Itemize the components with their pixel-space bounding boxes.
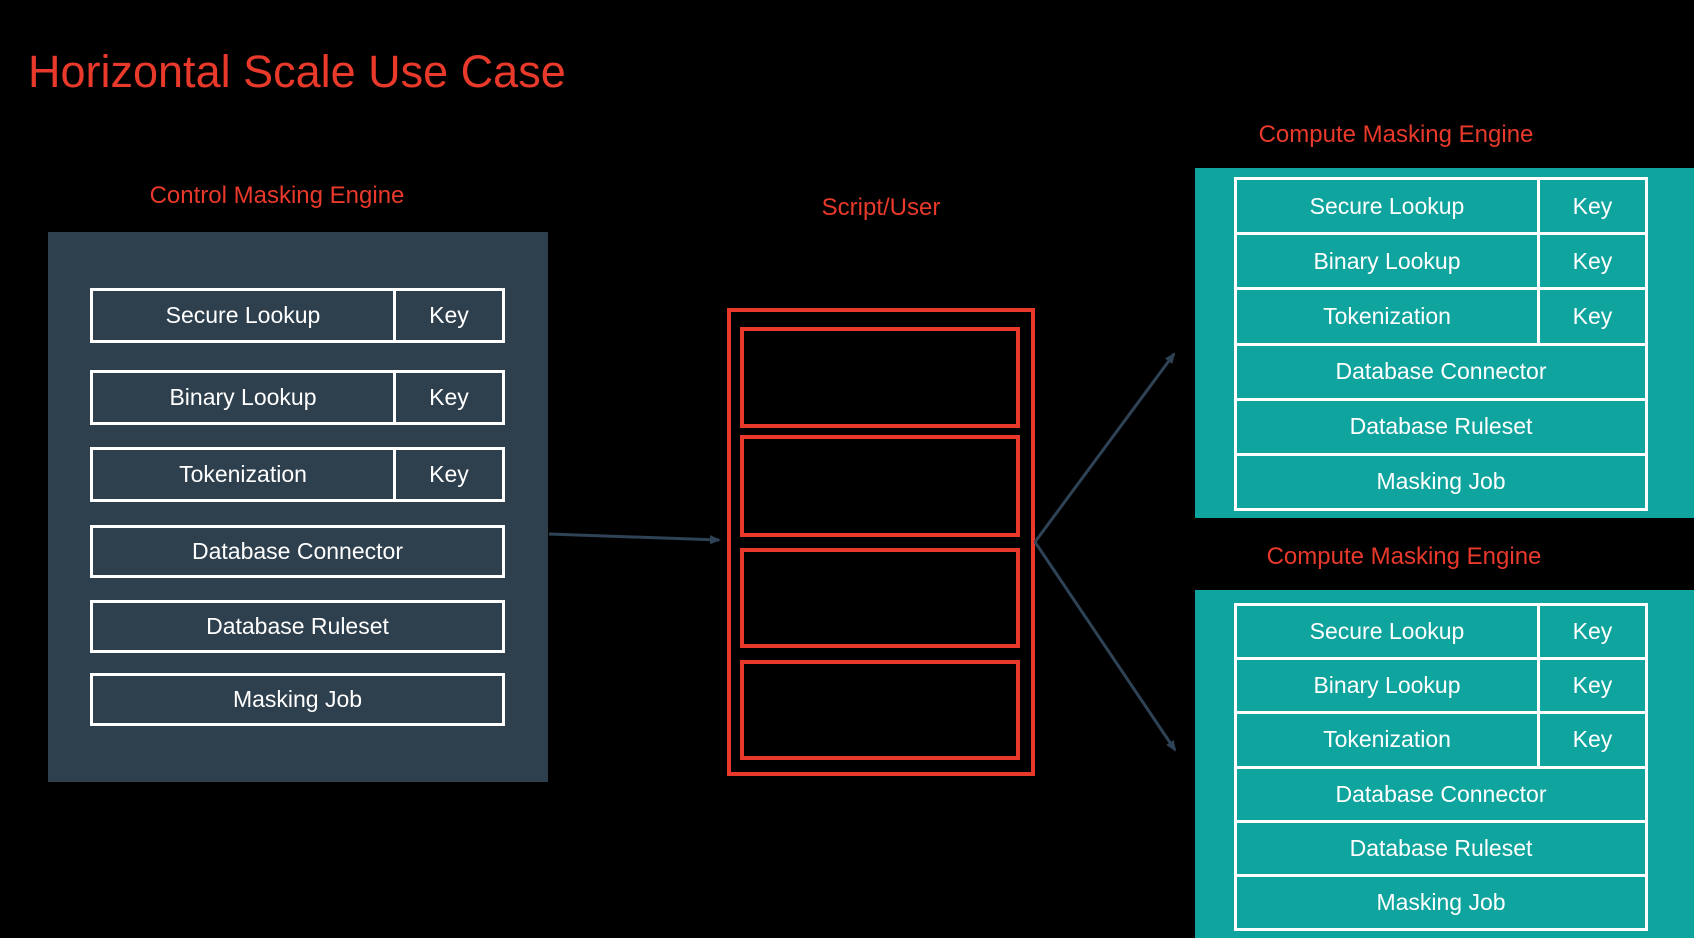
row-name-cell: Database Connector [1335, 780, 1547, 807]
table-row: Database Ruleset [90, 600, 505, 653]
compute-masking-engine-label-bottom: Compute Masking Engine [1266, 543, 1542, 570]
row-name-cell: Masking Job [232, 686, 363, 712]
compute-masking-engine-box-bottom: Secure Lookup Key Binary Lookup Key Toke… [1195, 590, 1694, 938]
row-name-cell: Database Ruleset [1349, 413, 1533, 440]
row-name-cell: Tokenization [1323, 302, 1451, 329]
row-key-cell: Key [1537, 606, 1645, 658]
script-user-box [727, 308, 1035, 776]
table-row: Tokenization Key [1237, 287, 1645, 343]
table-row: Database Connector [1237, 342, 1645, 398]
script-slot [740, 660, 1020, 760]
row-key-cell: Key [1537, 290, 1645, 343]
row-key-cell: Key [393, 291, 502, 340]
row-name-cell: Masking Job [1376, 888, 1506, 915]
table-row: Tokenization Key [90, 447, 505, 502]
script-slot [740, 327, 1020, 428]
compute-masking-engine-label-top: Compute Masking Engine [1258, 121, 1534, 148]
diagram-title: Horizontal Scale Use Case [28, 46, 566, 97]
row-name-cell: Database Connector [1335, 358, 1547, 385]
table-row: Binary Lookup Key [1237, 232, 1645, 288]
compute-masking-engine-box-top: Secure Lookup Key Binary Lookup Key Toke… [1195, 168, 1694, 518]
row-key-cell: Key [1537, 235, 1645, 288]
table-row: Masking Job [1237, 873, 1645, 929]
table-row: Database Connector [1237, 765, 1645, 820]
table-row: Binary Lookup Key [90, 370, 505, 425]
row-key-cell: Key [393, 450, 502, 499]
control-masking-engine-box: Secure Lookup Key Binary Lookup Key Toke… [48, 232, 548, 782]
table-row: Database Ruleset [1237, 397, 1645, 453]
script-user-label: Script/User [821, 194, 941, 221]
row-name-cell: Masking Job [1376, 468, 1506, 495]
row-key-cell: Key [393, 373, 502, 422]
row-key-cell: Key [1537, 660, 1645, 712]
row-name-cell: Tokenization [1323, 726, 1451, 753]
control-masking-engine-label: Control Masking Engine [149, 182, 405, 209]
script-slot [740, 435, 1020, 537]
table-row: Masking Job [90, 673, 505, 726]
row-name-cell: Tokenization [179, 461, 307, 487]
row-name-cell: Secure Lookup [1309, 192, 1465, 219]
arrow-script-to-compute-top [1033, 352, 1176, 543]
table-row: Database Connector [90, 525, 505, 578]
table-row: Tokenization Key [1237, 711, 1645, 766]
table-row: Binary Lookup Key [1237, 657, 1645, 712]
arrow-control-to-script [548, 532, 721, 545]
row-key-cell: Key [1537, 714, 1645, 766]
row-name-cell: Binary Lookup [169, 384, 317, 410]
table-row: Masking Job [1237, 452, 1645, 509]
row-name-cell: Database Ruleset [1349, 834, 1533, 861]
row-name-cell: Database Ruleset [206, 613, 389, 639]
row-name-cell: Secure Lookup [1309, 618, 1465, 645]
row-key-cell: Key [1537, 180, 1645, 233]
row-name-cell: Database Connector [192, 538, 403, 564]
row-name-cell: Binary Lookup [1313, 672, 1461, 699]
table-row: Secure Lookup Key [90, 288, 505, 343]
compute-rows: Secure Lookup Key Binary Lookup Key Toke… [1234, 603, 1648, 931]
row-name-cell: Binary Lookup [1313, 247, 1461, 274]
table-row: Secure Lookup Key [1237, 180, 1645, 233]
row-name-cell: Secure Lookup [165, 302, 321, 328]
script-slot [740, 548, 1020, 648]
arrow-script-to-compute-bottom [1033, 541, 1177, 752]
table-row: Database Ruleset [1237, 819, 1645, 874]
compute-rows: Secure Lookup Key Binary Lookup Key Toke… [1234, 177, 1648, 511]
table-row: Secure Lookup Key [1237, 606, 1645, 658]
